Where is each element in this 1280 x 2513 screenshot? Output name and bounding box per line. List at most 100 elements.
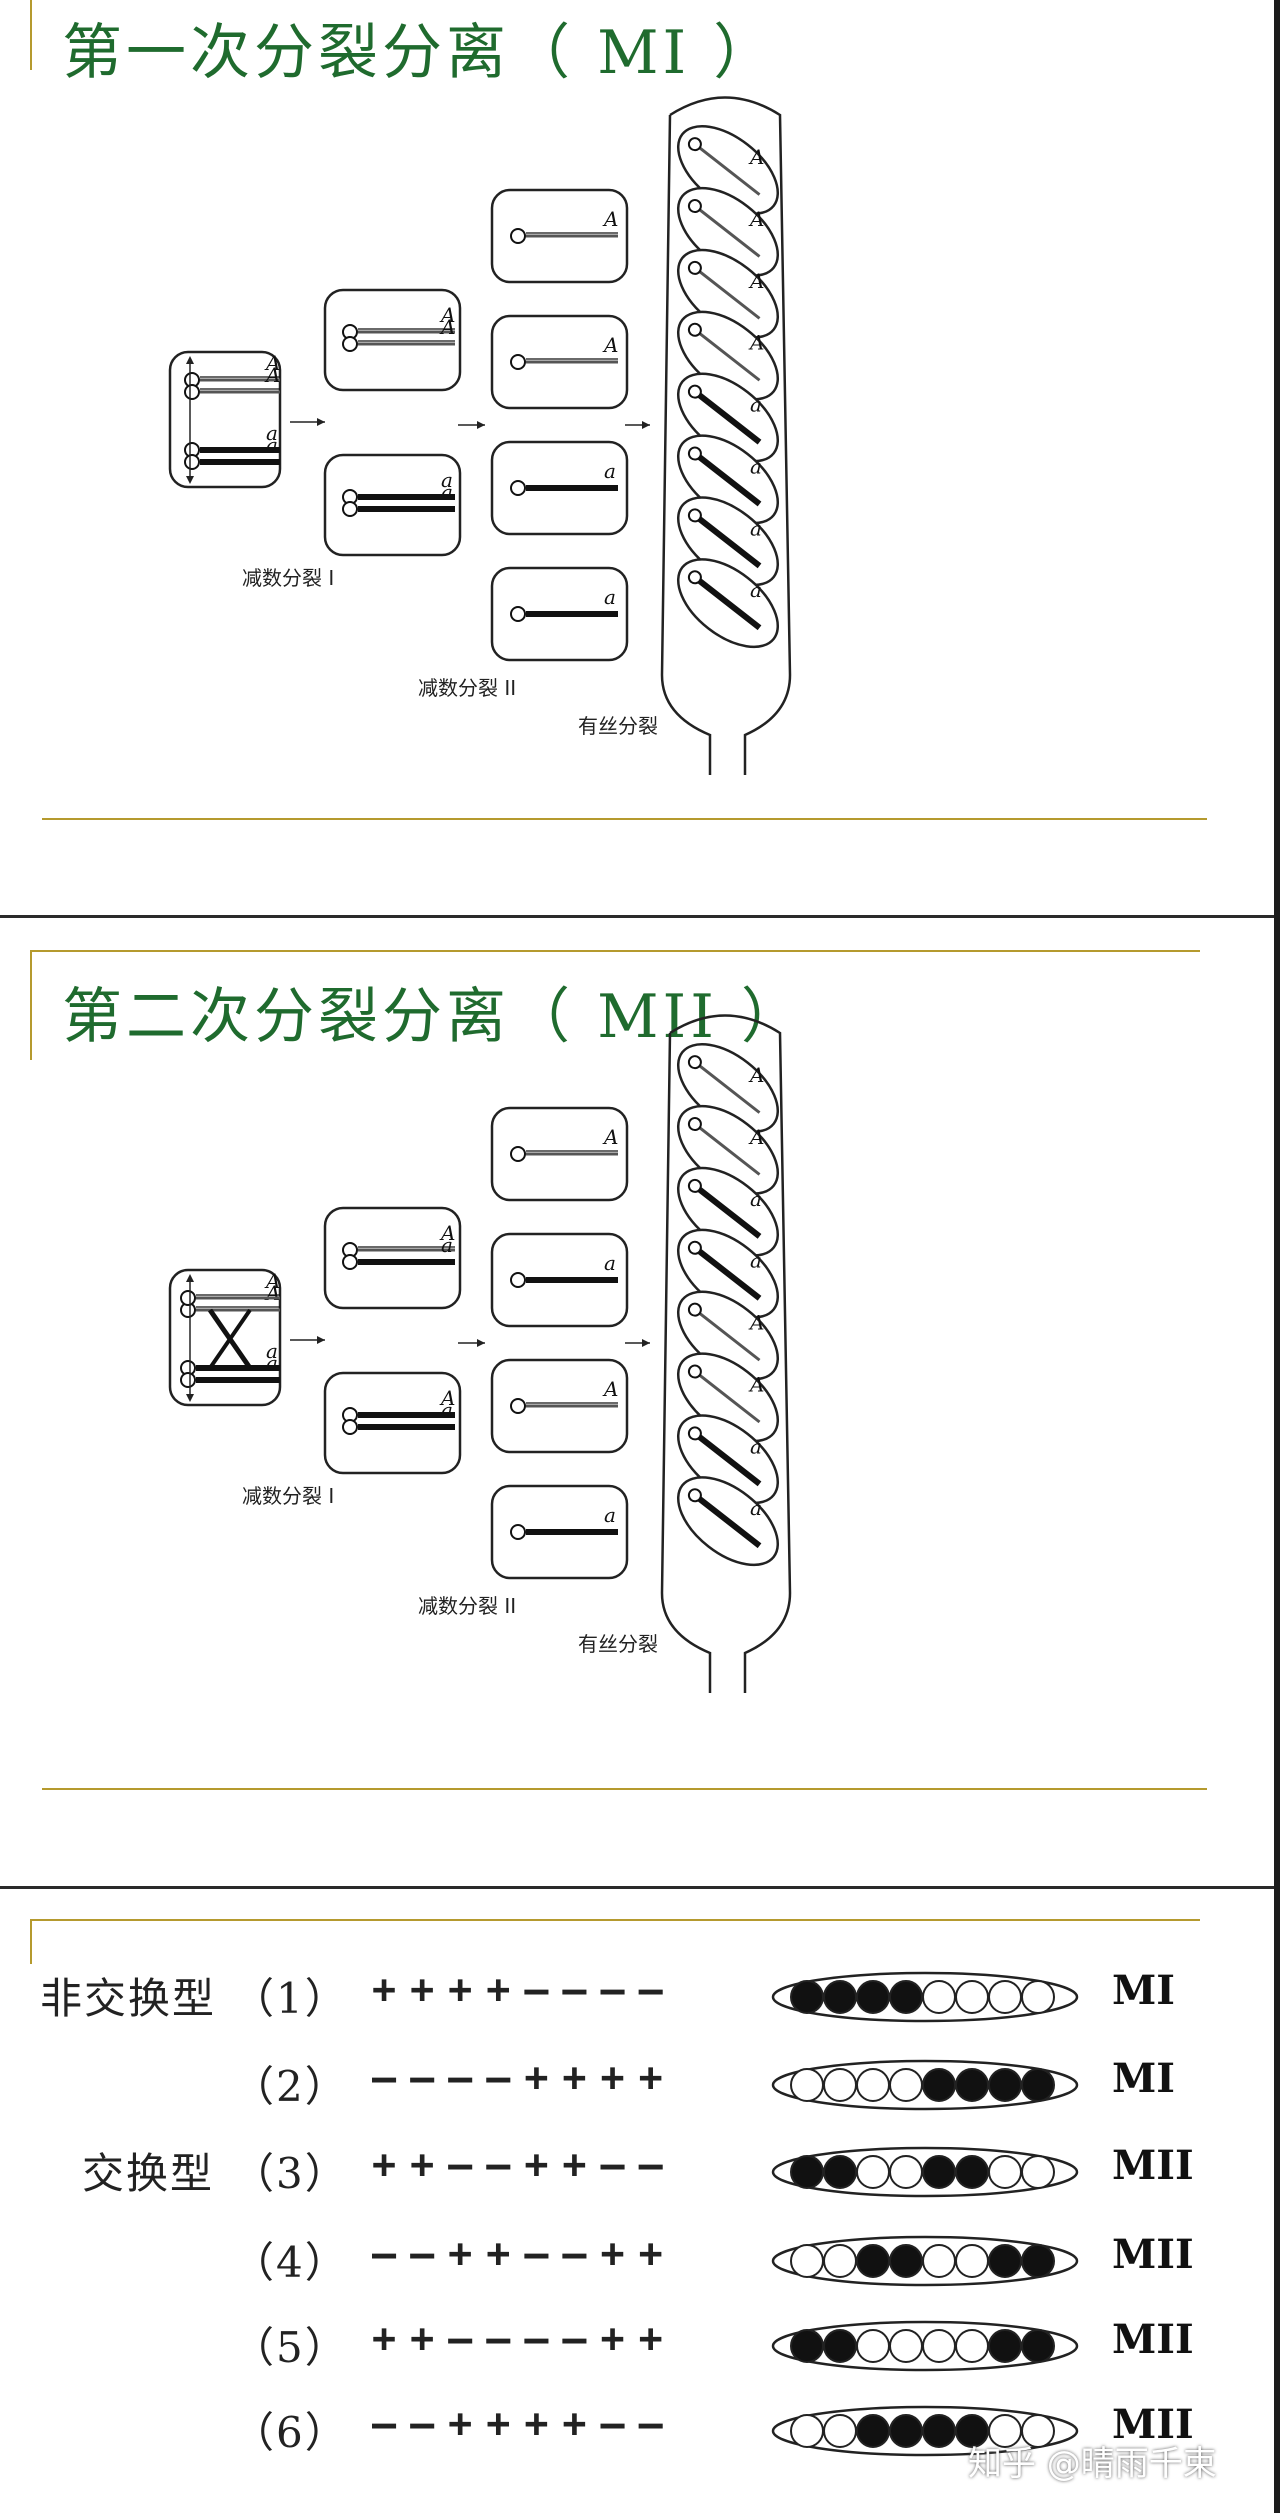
centromere	[510, 1272, 526, 1288]
row-number: （6）	[232, 2408, 349, 2457]
title-accent-bar	[30, 0, 32, 70]
spore	[676, 1166, 780, 1257]
dark-spore	[1021, 2329, 1055, 2363]
centromere	[180, 1372, 196, 1388]
watermark: 知乎 @晴雨千束	[968, 2444, 1217, 2484]
arrow-head	[642, 421, 650, 429]
allele-label: A	[748, 145, 764, 169]
dark-spore	[856, 2414, 890, 2448]
allele-label: A	[602, 333, 618, 357]
chromatid	[697, 1310, 761, 1362]
centromere	[510, 354, 526, 370]
ascus-spore-pattern	[771, 2320, 1079, 2372]
allele-label: a	[750, 393, 762, 417]
gold-divider	[42, 818, 1207, 820]
allele-label: A	[748, 1063, 764, 1087]
light-spore	[889, 2155, 923, 2189]
allele-label: a	[266, 421, 278, 445]
dark-spore	[988, 2329, 1022, 2363]
spore	[676, 1228, 780, 1319]
row-number: （4）	[232, 2238, 349, 2287]
centromere	[687, 508, 702, 523]
ascus-spore-pattern	[771, 2235, 1079, 2287]
division-type-label: MII	[1112, 2231, 1194, 2278]
dark-spore	[823, 1980, 857, 2014]
light-spore	[988, 2155, 1022, 2189]
dark-spore	[1021, 2068, 1055, 2102]
allele-label: A	[602, 1125, 618, 1149]
label-mitosis: 有丝分裂	[578, 714, 658, 738]
centromere	[180, 1290, 196, 1306]
centromere	[687, 1240, 702, 1255]
spore	[676, 1043, 780, 1133]
spore	[676, 558, 780, 649]
allele-label: A	[264, 1269, 280, 1293]
allele-label: A	[748, 1311, 764, 1335]
allele-label: a	[750, 1187, 762, 1211]
cell-box	[168, 1268, 282, 1407]
chromatid	[696, 515, 762, 569]
dark-spore	[922, 2414, 956, 2448]
spore	[676, 1290, 780, 1381]
centromere	[342, 501, 358, 517]
dark-spore	[856, 1980, 890, 2014]
ascus-spore-pattern	[771, 2146, 1079, 2198]
chromatid	[697, 331, 761, 382]
cell-box	[323, 1371, 462, 1475]
division-type-label: MI	[1112, 2055, 1175, 2102]
light-spore	[889, 2068, 923, 2102]
division-type-label: MII	[1112, 2316, 1194, 2363]
centromere	[510, 1398, 526, 1414]
arrow-head	[186, 356, 194, 364]
centromere	[687, 384, 702, 399]
division-type-label: MII	[1112, 2142, 1194, 2189]
centromere	[687, 1178, 702, 1193]
allele-label: a	[604, 1503, 616, 1527]
light-spore	[955, 1980, 989, 2014]
dark-spore	[790, 1980, 824, 2014]
ascus-spore-pattern	[771, 2059, 1079, 2111]
allele-label: A	[264, 351, 280, 375]
right-border	[1274, 0, 1280, 2513]
allele-label: a	[750, 578, 762, 602]
row-number: （1）	[232, 1974, 349, 2023]
light-spore	[889, 2329, 923, 2363]
row-number: （3）	[232, 2149, 349, 2198]
allele-label: a	[441, 480, 453, 504]
light-spore	[856, 2155, 890, 2189]
centromere	[342, 336, 358, 352]
allele-signs: ++––++––	[372, 2142, 677, 2188]
dark-spore	[889, 2414, 923, 2448]
centromere	[510, 228, 526, 244]
centromere	[342, 1419, 358, 1435]
allele-signs: ++++––––	[372, 1967, 677, 2013]
crossover	[208, 1308, 252, 1370]
chromatid	[697, 1063, 761, 1114]
dark-spore	[955, 2155, 989, 2189]
arrow-head	[186, 476, 194, 484]
centromere	[184, 384, 200, 400]
allele-label: a	[604, 459, 616, 483]
allele-label: A	[602, 207, 618, 231]
centromere	[687, 260, 702, 275]
division-type-label: MI	[1112, 1967, 1175, 2014]
centromere	[342, 1254, 358, 1270]
allele-label: a	[441, 1233, 453, 1257]
label-meiosis1: 减数分裂 I	[242, 566, 334, 590]
light-spore	[856, 2329, 890, 2363]
panel-separator	[0, 915, 1280, 918]
allele-label: a	[750, 454, 762, 478]
allele-label: a	[750, 1496, 762, 1520]
arrow-head	[642, 1339, 650, 1347]
arrow-head	[477, 421, 485, 429]
cell-box	[323, 1206, 462, 1310]
dark-spore	[955, 2068, 989, 2102]
panel-separator	[0, 1886, 1280, 1889]
allele-label: A	[748, 331, 764, 355]
centromere	[687, 1302, 702, 1317]
chromatid	[696, 1433, 762, 1487]
light-spore	[823, 2068, 857, 2102]
